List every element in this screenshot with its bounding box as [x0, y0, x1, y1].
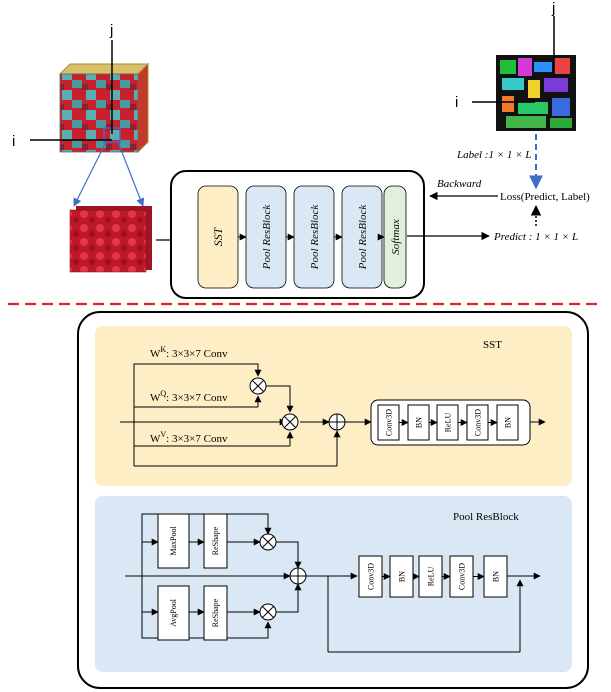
svg-text:BN: BN — [504, 417, 513, 428]
svg-text:AvgPool: AvgPool — [169, 598, 178, 627]
svg-text:Pool ResBlock: Pool ResBlock — [357, 204, 369, 271]
svg-text:Conv3D: Conv3D — [385, 409, 394, 436]
pool-layer-2: BN — [389, 555, 414, 598]
svg-text:Conv3D: Conv3D — [474, 409, 483, 436]
reshape-block-2: ReShape — [203, 585, 228, 641]
sst-layer-1: Conv3D — [377, 404, 400, 441]
svg-text:SST: SST — [211, 226, 225, 246]
sst-layer-5: BN — [496, 404, 519, 441]
sst-add — [328, 413, 346, 431]
label-text: Label :1 × 1 × L — [456, 149, 531, 161]
predict-text: Predict : 1 × 1 × L — [493, 231, 578, 243]
svg-text:BN: BN — [415, 417, 424, 428]
sst-layer-3: ReLU — [436, 404, 459, 441]
wv-label: WV: 3×3×7 Conv — [150, 430, 228, 445]
pool-multiply-1 — [259, 533, 277, 551]
pool-layer-3: ReLU — [418, 555, 443, 598]
reshape-block-1: ReShape — [203, 513, 228, 569]
svg-text:ReLU: ReLU — [444, 413, 453, 433]
pool-title: Pool ResBlock — [453, 511, 519, 523]
svg-text:Pool ResBlock: Pool ResBlock — [261, 204, 273, 271]
svg-text:ReLU: ReLU — [427, 567, 436, 587]
hsi-patch — [69, 206, 152, 273]
cube-label-i: i — [12, 133, 15, 150]
sst-multiply-2 — [281, 413, 299, 431]
loss-text: Loss(Predict, Label) — [500, 191, 590, 203]
pool-layer-4: Conv3D — [449, 555, 474, 598]
sst-multiply-1 — [249, 377, 267, 395]
backward-text: Backward — [437, 178, 482, 190]
pool-layer-5: BN — [483, 555, 508, 598]
svg-text:ReShape: ReShape — [211, 526, 220, 555]
svg-text:Softmax: Softmax — [390, 219, 402, 255]
pool-layer-1: Conv3D — [358, 555, 383, 598]
wq-label: WQ: 3×3×7 Conv — [150, 389, 228, 404]
hsi-cube — [58, 62, 150, 154]
block-pool3: Pool ResBlock — [341, 185, 383, 289]
svg-text:BN: BN — [492, 571, 501, 582]
avgpool-block: AvgPool — [157, 585, 190, 641]
svg-text:BN: BN — [398, 571, 407, 582]
maxpool-block: MaxPool — [157, 513, 190, 569]
sst-layer-4: Conv3D — [466, 404, 489, 441]
sst-layer-2: BN — [407, 404, 430, 441]
block-softmax: Softmax — [383, 185, 407, 289]
pool-add — [289, 567, 307, 585]
block-pool2: Pool ResBlock — [293, 185, 335, 289]
label-map — [496, 55, 576, 131]
block-pool1: Pool ResBlock — [245, 185, 287, 289]
pool-multiply-2 — [259, 603, 277, 621]
map-label-i: i — [455, 94, 458, 111]
svg-text:MaxPool: MaxPool — [169, 526, 178, 556]
wk-label: WK: 3×3×7 Conv — [150, 345, 228, 360]
sst-title: SST — [483, 339, 502, 351]
svg-text:Pool ResBlock: Pool ResBlock — [309, 204, 321, 271]
svg-text:Conv3D: Conv3D — [458, 563, 467, 590]
cube-label-j: j — [109, 22, 113, 39]
map-label-j: j — [551, 0, 555, 17]
svg-text:ReShape: ReShape — [211, 598, 220, 627]
block-sst: SST — [197, 185, 239, 289]
svg-text:Conv3D: Conv3D — [367, 563, 376, 590]
